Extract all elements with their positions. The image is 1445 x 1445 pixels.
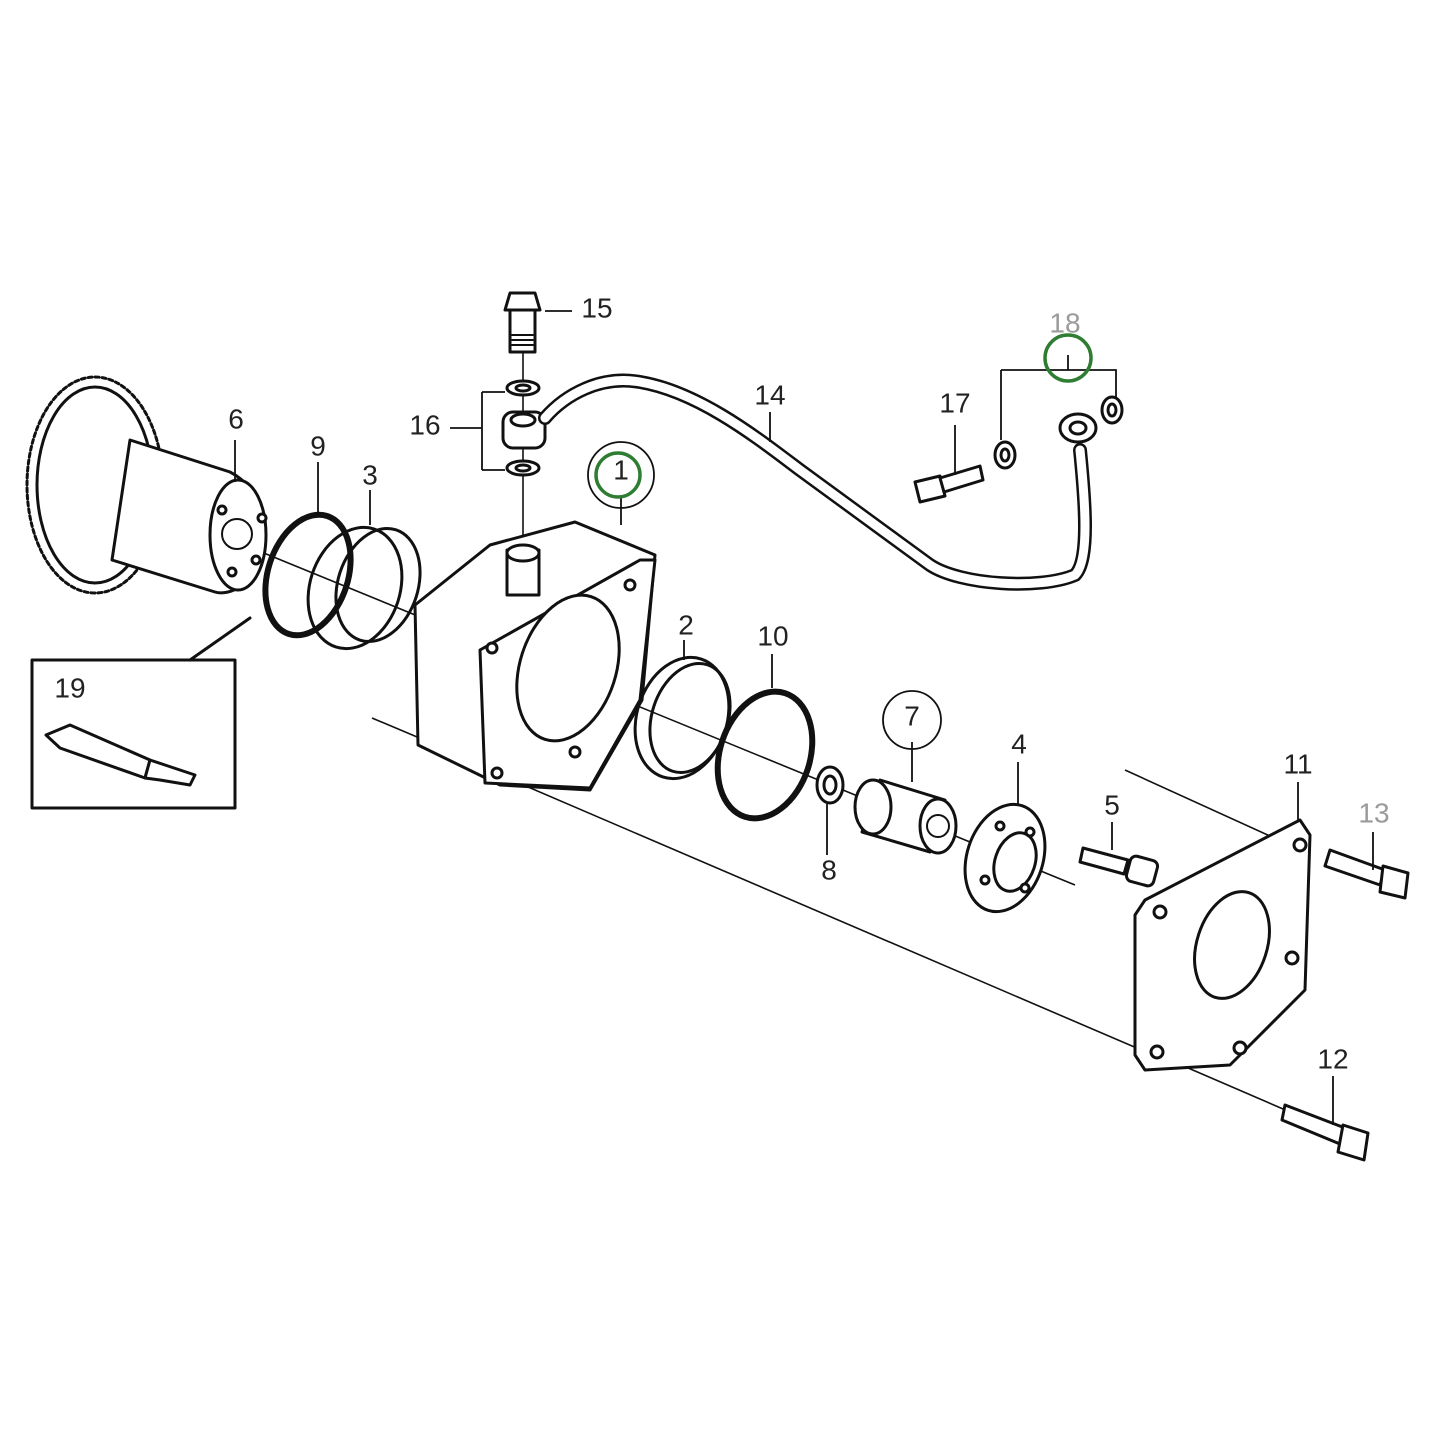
banjo-bolt-part-17 [913, 464, 985, 504]
coupling-sleeve-part-7 [853, 778, 958, 855]
label-part-7: 7 [904, 700, 920, 731]
sleeve-ring-part-3 [306, 525, 422, 651]
label-part-16: 16 [409, 409, 440, 440]
banjo-fitting-part-16 [501, 379, 547, 477]
housing-part-1 [413, 520, 657, 792]
mount-line-lower [499, 774, 1161, 1059]
sealant-inset-part-19 [30, 616, 252, 810]
oil-pipe-part-14 [538, 373, 1098, 591]
bolt-part-12 [1280, 1103, 1370, 1162]
highlight-circle-18 [1043, 333, 1093, 383]
label-part-9: 9 [310, 430, 326, 461]
label-part-17: 17 [939, 387, 970, 418]
o-ring-part-9 [262, 511, 354, 639]
screw-part-5 [1078, 846, 1160, 888]
bolt-part-13 [1323, 848, 1410, 900]
label-part-2: 2 [678, 609, 694, 640]
seal-washers-part-18 [993, 395, 1124, 470]
washer-part-8 [815, 765, 845, 805]
flange-disc-part-4 [963, 802, 1047, 914]
callout-circle-7 [882, 690, 942, 750]
label-part-18: 18 [1049, 307, 1080, 338]
banjo-bolt-part-15 [503, 291, 542, 354]
label-part-6: 6 [228, 403, 244, 434]
label-part-4: 4 [1011, 728, 1027, 759]
label-part-19: 19 [54, 672, 85, 703]
label-part-15: 15 [581, 292, 612, 323]
label-part-13: 13 [1358, 797, 1389, 828]
callout-circle-1-outer [587, 441, 655, 509]
label-part-12: 12 [1317, 1043, 1348, 1074]
label-part-5: 5 [1104, 789, 1120, 820]
label-part-14: 14 [754, 379, 785, 410]
label-part-10: 10 [757, 620, 788, 651]
gear-hub-part-6 [25, 375, 268, 595]
o-ring-part-10 [714, 688, 816, 822]
label-part-1: 1 [613, 454, 629, 485]
mounting-plate-part-11 [1133, 818, 1312, 1072]
highlight-circle-1 [594, 451, 642, 499]
label-part-3: 3 [362, 459, 378, 490]
label-part-8: 8 [821, 854, 837, 885]
label-part-11: 11 [1283, 748, 1312, 779]
